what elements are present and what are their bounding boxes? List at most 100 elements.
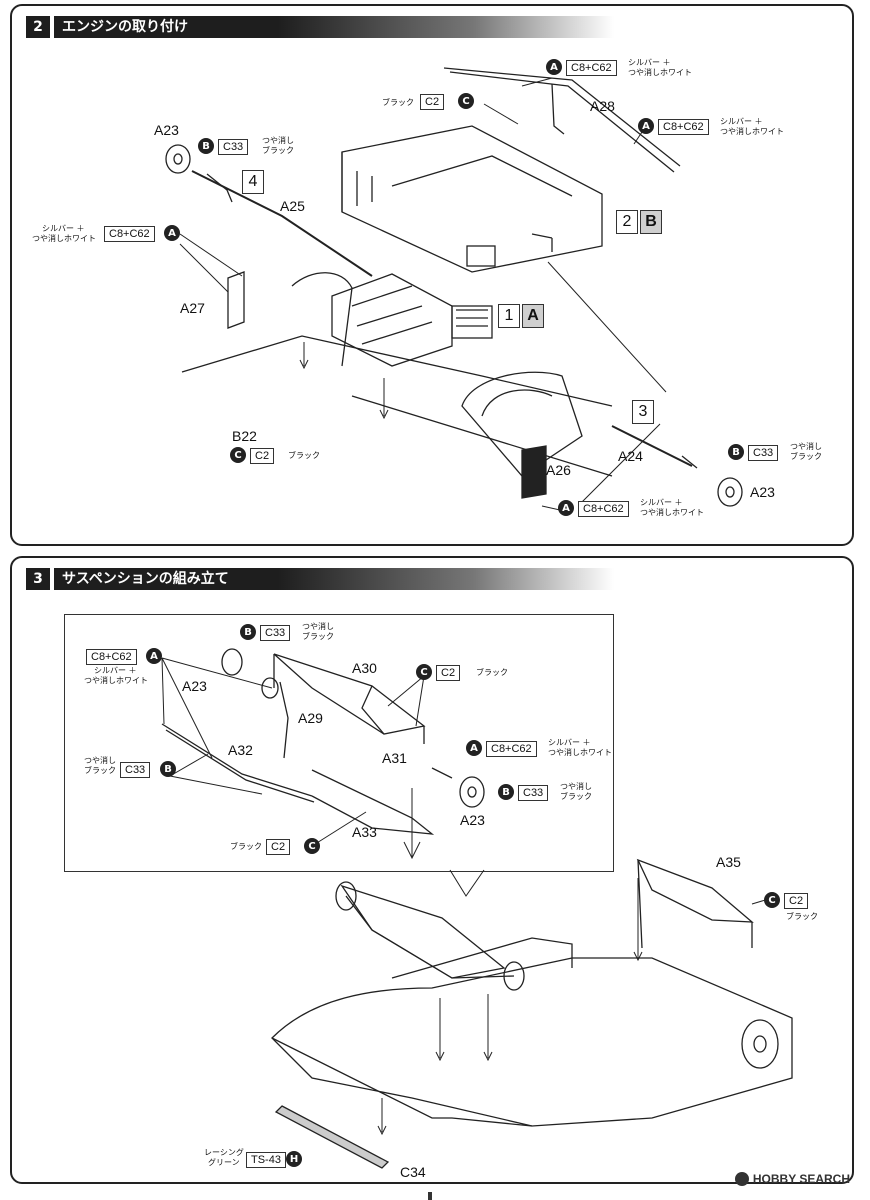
paint-note-1: シルバー ＋ (548, 738, 591, 747)
step-box-4: 4 (242, 170, 264, 194)
paint-note-2: ブラック (262, 146, 294, 155)
part-label-a31: A31 (382, 750, 407, 766)
paint-note: ブラック (288, 451, 320, 460)
part-label-a23-top: A23 (154, 122, 179, 138)
paint-letter-circle: A (558, 500, 574, 516)
paint-code: C33 (518, 785, 549, 801)
watermark-text: HOBBY SEARCH (752, 1172, 850, 1186)
step-3-panel: 3 サスペンションの組み立て (10, 556, 854, 1184)
part-label-c34: C34 (400, 1164, 426, 1180)
part-label-a24: A24 (618, 448, 643, 464)
paint-note-2: グリーン (208, 1158, 240, 1167)
paint-code: C8+C62 (104, 226, 155, 242)
paint-code: C8+C62 (566, 60, 617, 76)
paint-code: C33 (120, 762, 151, 778)
paint-code: C8+C62 (578, 501, 629, 517)
paint-letter-circle: H (286, 1151, 302, 1167)
paint-note-1: シルバー ＋ (94, 666, 137, 675)
paint-note-1: シルバー ＋ (720, 117, 763, 126)
paint-code: C8+C62 (486, 741, 537, 757)
part-label-a30: A30 (352, 660, 377, 676)
step-2-number: 2 (26, 16, 50, 38)
paint-code: C8+C62 (658, 119, 709, 135)
paint-letter-circle: A (164, 225, 180, 241)
paint-code: C33 (260, 625, 291, 641)
part-label-a25: A25 (280, 198, 305, 214)
paint-note-2: つや消しホワイト (640, 508, 704, 517)
paint-note: ブラック (230, 842, 262, 851)
step-3-suspension-drawing (161, 648, 793, 1169)
step-2-engine-drawing (165, 67, 743, 511)
paint-letter-circle: B (160, 761, 176, 777)
part-label-a23-right: A23 (460, 812, 485, 828)
paint-note-1: レーシング (204, 1148, 244, 1157)
paint-letter-circle: A (638, 118, 654, 134)
paint-code: C2 (436, 665, 461, 681)
paint-note-2: つや消しホワイト (32, 234, 96, 243)
paint-note-2: ブラック (790, 452, 822, 461)
step-2-header: 2 エンジンの取り付け (26, 16, 614, 38)
paint-letter-circle: A (546, 59, 562, 75)
paint-letter-circle: A (146, 648, 162, 664)
paint-note-1: シルバー ＋ (42, 224, 85, 233)
paint-note-2: つや消しホワイト (84, 676, 148, 685)
part-label-a23-right: A23 (750, 484, 775, 500)
step-box-3: 3 (632, 400, 654, 424)
paint-letter-circle: C (230, 447, 246, 463)
paint-code: C33 (748, 445, 779, 461)
paint-note-1: シルバー ＋ (640, 498, 683, 507)
paint-letter-circle: C (458, 93, 474, 109)
paint-note-1: つや消し (262, 136, 294, 145)
paint-letter-circle: C (416, 664, 432, 680)
part-label-a27: A27 (180, 300, 205, 316)
part-label-a28: A28 (590, 98, 615, 114)
paint-note-1: つや消し (560, 782, 592, 791)
part-label-a32: A32 (228, 742, 253, 758)
paint-note-2: ブラック (302, 632, 334, 641)
paint-note-2: ブラック (560, 792, 592, 801)
part-label-a23-left: A23 (182, 678, 207, 694)
paint-note-1: つや消し (84, 756, 116, 765)
step-2-panel: 2 エンジンの取り付け (10, 4, 854, 546)
paint-code: C33 (218, 139, 249, 155)
paint-letter-circle: B (240, 624, 256, 640)
paint-note: ブラック (786, 912, 818, 921)
paint-note-2: ブラック (84, 766, 116, 775)
page-number-mark (428, 1192, 432, 1200)
paint-code: C8+C62 (86, 649, 137, 665)
part-label-a35: A35 (716, 854, 741, 870)
step-box-1: 1 (498, 304, 520, 328)
step-2-title: エンジンの取り付け (54, 16, 614, 38)
paint-note-2: つや消しホワイト (548, 748, 612, 757)
step-3-header: 3 サスペンションの組み立て (26, 568, 614, 590)
watermark-logo: HOBBY SEARCH (734, 1172, 850, 1186)
part-label-b22: B22 (232, 428, 257, 444)
paint-code: TS-43 (246, 1152, 286, 1168)
hobby-search-icon (734, 1172, 749, 1186)
part-label-a26: A26 (546, 462, 571, 478)
paint-note: ブラック (382, 98, 414, 107)
paint-letter-circle: C (304, 838, 320, 854)
step-box-2: 2 (616, 210, 638, 234)
part-label-a33: A33 (352, 824, 377, 840)
step-box-a: A (522, 304, 544, 328)
paint-code: C2 (250, 448, 275, 464)
paint-note-2: つや消しホワイト (720, 127, 784, 136)
paint-note-2: つや消しホワイト (628, 68, 692, 77)
paint-note: ブラック (476, 668, 508, 677)
paint-note-1: つや消し (302, 622, 334, 631)
paint-code: C2 (420, 94, 445, 110)
paint-letter-circle: B (198, 138, 214, 154)
paint-letter-circle: C (764, 892, 780, 908)
paint-letter-circle: B (728, 444, 744, 460)
step-3-title: サスペンションの組み立て (54, 568, 614, 590)
paint-code: C2 (266, 839, 291, 855)
paint-letter-circle: A (466, 740, 482, 756)
step-3-number: 3 (26, 568, 50, 590)
paint-letter-circle: B (498, 784, 514, 800)
paint-note-1: つや消し (790, 442, 822, 451)
paint-note-1: シルバー ＋ (628, 58, 671, 67)
step-box-b: B (640, 210, 662, 234)
part-label-a29: A29 (298, 710, 323, 726)
paint-code: C2 (784, 893, 809, 909)
